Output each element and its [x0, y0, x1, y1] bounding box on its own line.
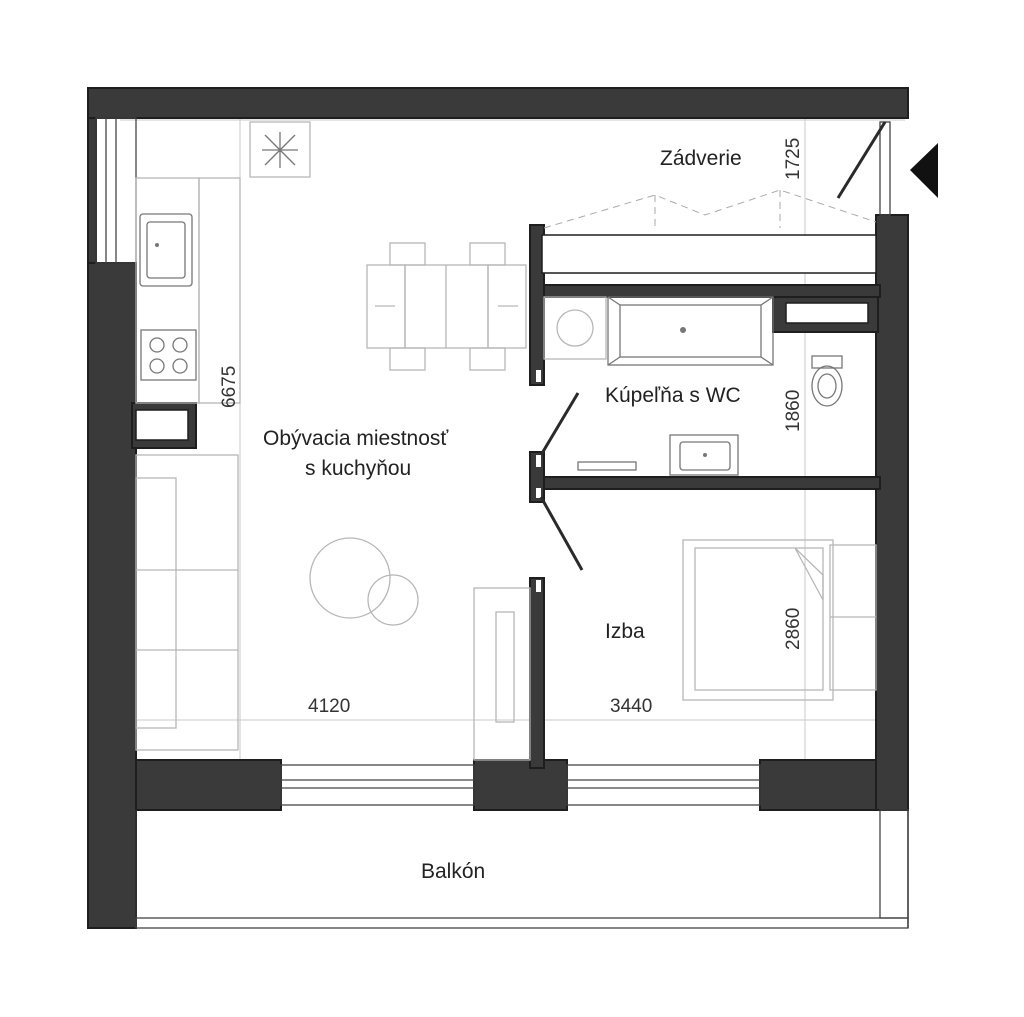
- wall-partition-bath-bed: [529, 476, 881, 490]
- wall-left: [87, 262, 137, 929]
- walls: [87, 87, 909, 929]
- balcony-label: Balkón: [421, 860, 485, 883]
- living-furniture: [135, 454, 531, 761]
- dimension-lines: [120, 100, 905, 775]
- hall: [543, 121, 891, 229]
- sofa: [135, 454, 239, 751]
- coffee-table: [309, 537, 391, 619]
- entrance-door: [836, 121, 887, 199]
- windows: [95, 117, 761, 806]
- dimension-hall-width: 1725: [783, 138, 804, 180]
- kitchen: [135, 121, 311, 404]
- bathroom-fixtures: [543, 296, 843, 476]
- wall-partition-vertical-lower: [529, 577, 545, 769]
- bathroom-door: [539, 392, 580, 456]
- bathroom-label: Kúpeľňa s WC: [605, 384, 741, 407]
- washbasin: [669, 434, 739, 476]
- bed: [682, 539, 834, 701]
- wall-left-pier: [135, 759, 282, 811]
- sink-icon: [139, 213, 193, 287]
- entrance-arrow-icon: [910, 143, 938, 198]
- wall-top: [87, 87, 909, 119]
- toilet: [811, 355, 843, 369]
- dimension-living-width: 4120: [308, 696, 350, 717]
- bedroom-label: Izba: [605, 620, 645, 643]
- hall-label: Zádverie: [660, 147, 742, 170]
- dining-table: [366, 242, 527, 371]
- doors: [539, 121, 887, 571]
- living-room-label-line2: s kuchyňou: [305, 457, 411, 480]
- balcony: [135, 809, 909, 929]
- dimension-bedroom-width: 3440: [610, 696, 652, 717]
- dimension-bedroom-depth: 2860: [783, 608, 804, 650]
- tv-stand: [473, 587, 531, 761]
- cooktop-icon: [140, 329, 197, 381]
- wall-right: [875, 214, 909, 811]
- bathtub: [607, 296, 774, 366]
- wall-partition-top: [529, 284, 881, 298]
- living-room-label-line1: Obývacia miestnosť: [263, 427, 449, 450]
- bedroom-furniture: [682, 539, 877, 701]
- towel-rail: [577, 461, 637, 471]
- wall-left-upper-stub: [87, 117, 97, 264]
- kitchen-counter: [135, 177, 200, 404]
- hood-fan-icon: [249, 121, 311, 178]
- washing-machine: [543, 296, 607, 360]
- dimension-living-depth: 6675: [219, 366, 240, 408]
- wall-openings: [135, 234, 877, 592]
- bedroom-door: [539, 496, 584, 571]
- wall-center-pier: [473, 759, 568, 811]
- dimension-bathroom-depth: 1860: [783, 390, 804, 432]
